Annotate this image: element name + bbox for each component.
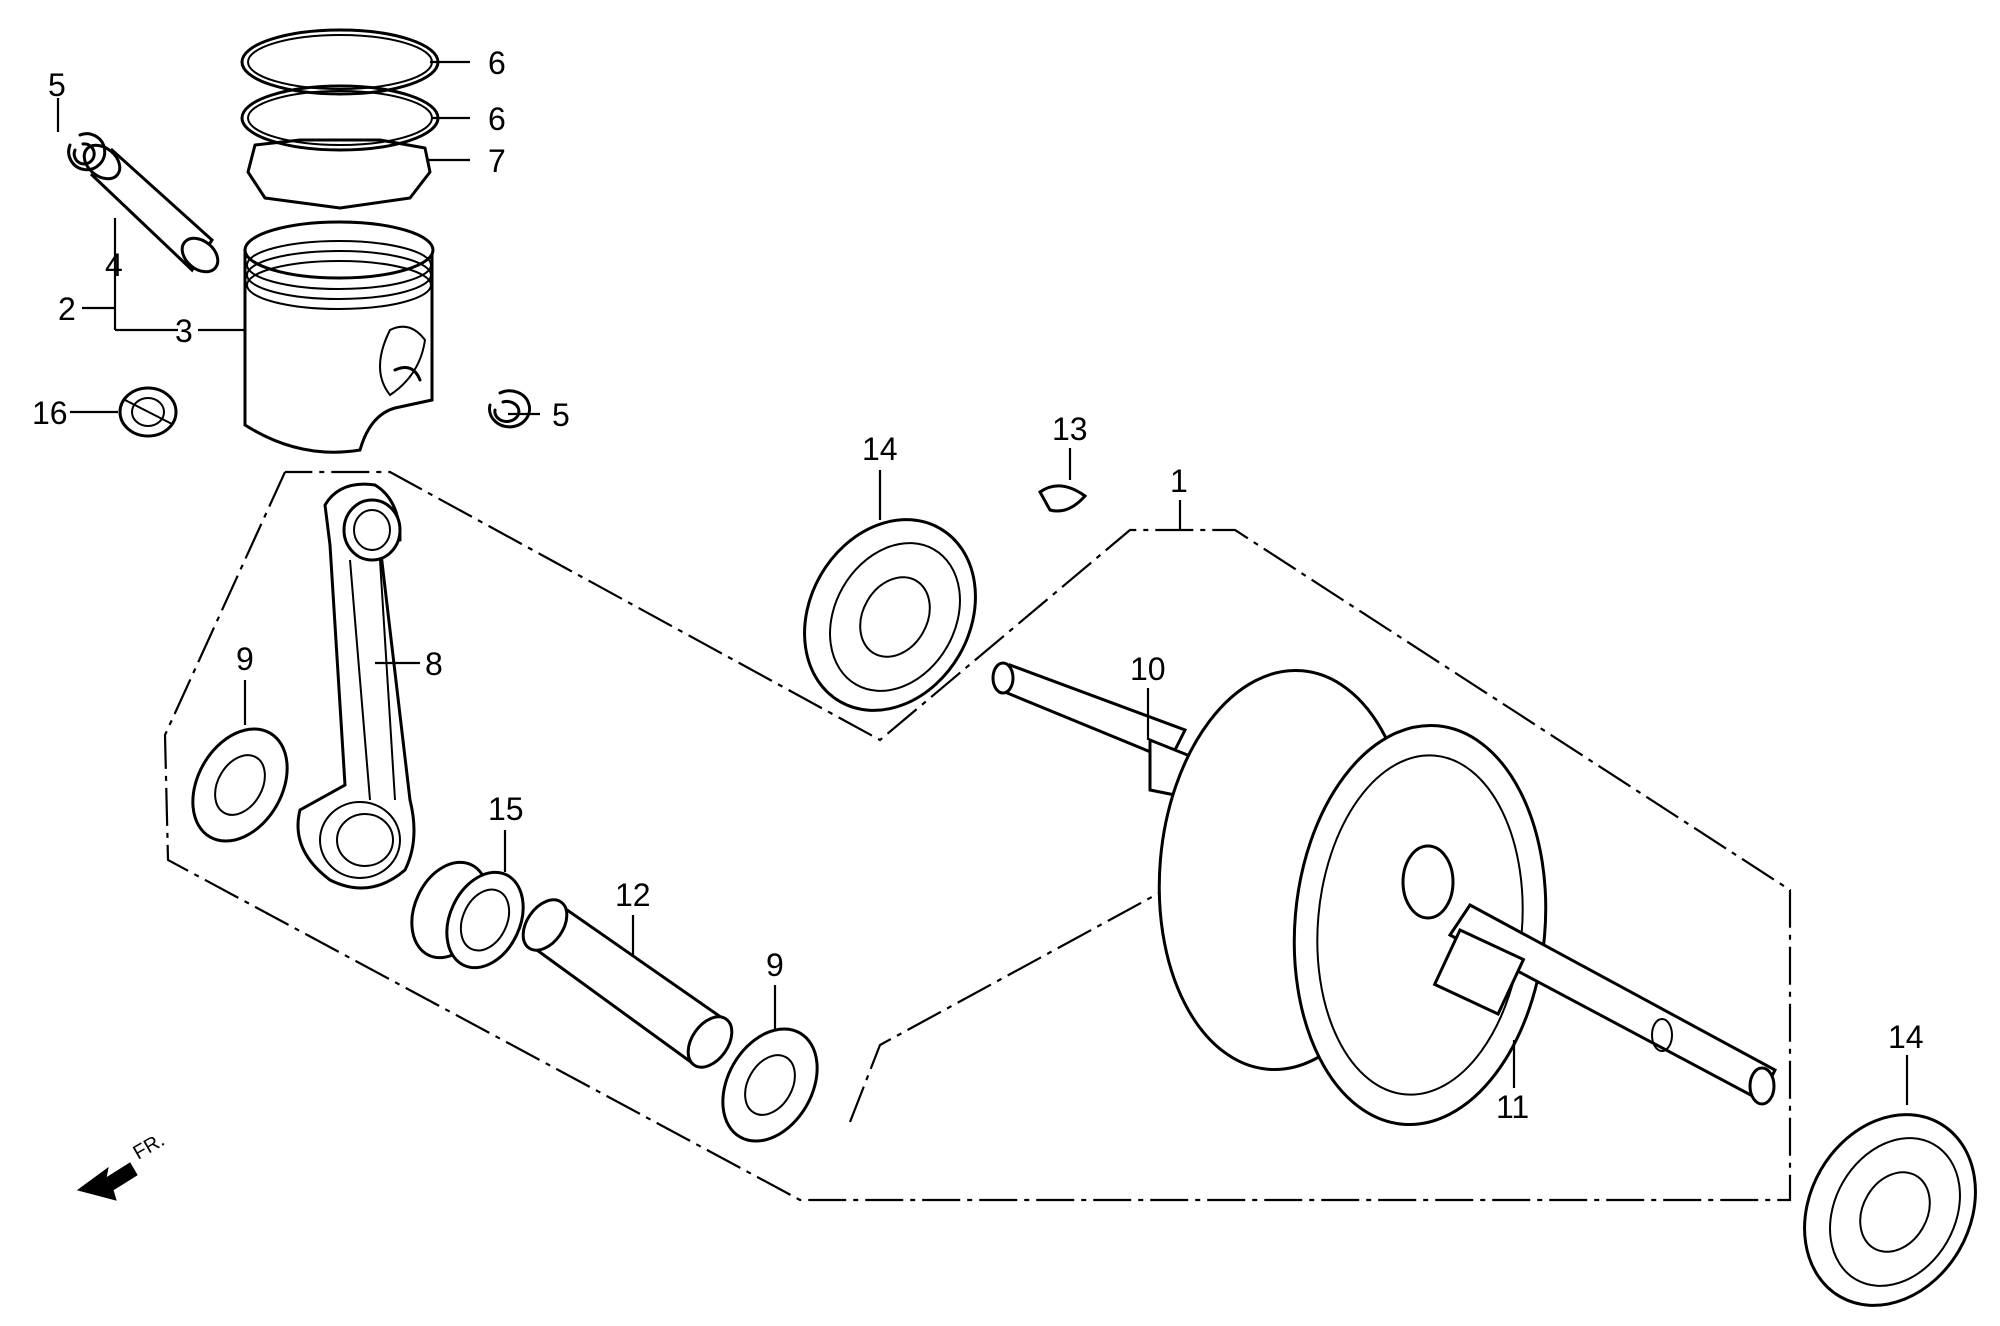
ball-bearing-right — [1803, 1113, 1977, 1307]
connecting-rod — [296, 482, 416, 890]
thrust-washer-right — [721, 1027, 819, 1143]
thrust-washer-left — [191, 727, 289, 843]
front-arrow-icon — [76, 1162, 138, 1201]
piston-pin-clip-left — [67, 132, 107, 172]
callout-6-top-ring: 6 — [488, 45, 506, 81]
callout-5-right-clip: 5 — [552, 397, 570, 433]
callout-11-right-crankshaft: 11 — [1496, 1089, 1529, 1125]
callout-9-right-washer: 9 — [766, 947, 784, 983]
piston-pin-clip-right — [488, 389, 531, 429]
callout-16-small-end-bearing: 16 — [32, 395, 68, 431]
callout-5-left-clip: 5 — [48, 67, 66, 103]
callout-3-piston: 3 — [175, 313, 193, 349]
callout-2-piston-set: 2 — [58, 291, 76, 327]
crank-pin-bearing — [410, 860, 525, 970]
front-direction-label: FR. — [130, 1129, 169, 1164]
callout-8-connecting-rod: 8 — [425, 646, 443, 682]
leader-lines — [56, 60, 1909, 1105]
piston-pin — [82, 143, 220, 274]
small-end-bearing — [118, 386, 178, 438]
callout-10-left-crankshaft: 10 — [1130, 651, 1166, 687]
callout-12-crank-pin: 12 — [615, 877, 651, 913]
connecting-rod-assembly-outline — [163, 470, 1792, 1202]
callout-14-left-bearing: 14 — [862, 431, 898, 467]
callout-15-crank-pin-bearing: 15 — [488, 791, 524, 827]
callout-7-oil-ring: 7 — [488, 143, 506, 179]
crank-pin — [521, 898, 734, 1069]
woodruff-key — [1038, 484, 1088, 513]
piston — [243, 220, 435, 454]
callout-6-second-ring: 6 — [488, 101, 506, 137]
callout-14-right-bearing: 14 — [1888, 1019, 1924, 1055]
piston-ring-top — [240, 28, 440, 96]
crankshaft — [991, 661, 1777, 1127]
oil-ring — [246, 138, 432, 210]
ball-bearing-left — [803, 518, 977, 712]
callout-1-crankshaft-assembly: 1 — [1170, 463, 1188, 499]
front-direction-indicator: FR. — [76, 1129, 169, 1201]
callout-13-woodruff-key: 13 — [1052, 411, 1088, 447]
callout-4-piston-pin: 4 — [105, 247, 123, 283]
callout-9-left-washer: 9 — [236, 641, 254, 677]
